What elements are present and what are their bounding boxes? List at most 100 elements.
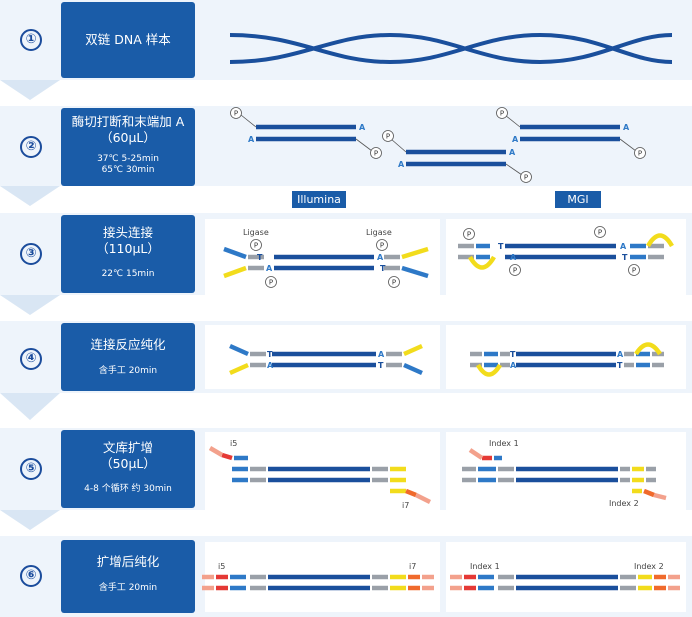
phosphate-marker bbox=[463, 228, 475, 240]
amplification-mgi: Index 1 Index 2 bbox=[462, 439, 667, 508]
phosphate-labels: PP PP PP bbox=[234, 110, 642, 182]
p-label: P bbox=[392, 279, 396, 287]
ligase-label: Ligase bbox=[243, 228, 269, 237]
purified-illumina: T A A T bbox=[229, 343, 423, 376]
t-label: T bbox=[378, 361, 384, 370]
p-label: P bbox=[254, 242, 258, 250]
t-label: T bbox=[380, 264, 386, 273]
phosphate-marker bbox=[634, 147, 646, 159]
step-subtitle: 4-8 个循环 约 30min bbox=[84, 484, 172, 494]
phosphate-marker bbox=[230, 107, 242, 119]
panel-illumina-4 bbox=[205, 325, 440, 389]
step-box-5: 文库扩增 （50μL） 4-8 个循环 约 30min bbox=[61, 430, 195, 508]
i7-label: i7 bbox=[402, 501, 409, 510]
step-box-6: 扩增后纯化 含手工 20min bbox=[61, 540, 195, 613]
a-label: A bbox=[266, 264, 273, 273]
final-library-mgi: Index 1 Index 2 bbox=[450, 562, 680, 591]
t-label: T bbox=[510, 350, 516, 359]
a-label: A bbox=[510, 253, 517, 262]
phosphate-marker bbox=[520, 171, 532, 183]
phosphate-circles bbox=[230, 107, 646, 183]
step-title: 双链 DNA 样本 bbox=[85, 32, 171, 47]
phosphate-marker bbox=[376, 239, 388, 251]
p-label: P bbox=[524, 174, 528, 182]
step-subtitle: 含手工 20min bbox=[98, 366, 158, 376]
step-number-6: ⑥ bbox=[20, 565, 42, 587]
phosphate-marker bbox=[370, 147, 382, 159]
a-label: A bbox=[359, 123, 366, 132]
a-overhangs: AA AA AA bbox=[248, 123, 630, 169]
amplification-illumina: i5 i7 bbox=[208, 439, 432, 510]
t-label: T bbox=[617, 361, 623, 370]
a-label: A bbox=[620, 242, 627, 251]
chevron-arrow bbox=[0, 80, 60, 100]
fragment-right bbox=[520, 124, 620, 142]
index1-label: Index 1 bbox=[470, 562, 500, 571]
a-label: A bbox=[248, 135, 255, 144]
bubble-adapter bbox=[468, 255, 496, 270]
step-number-2: ② bbox=[20, 136, 42, 158]
i7-label: i7 bbox=[409, 562, 416, 571]
step-number-1: ① bbox=[20, 29, 42, 51]
ligase-label: Ligase bbox=[366, 228, 392, 237]
chevron-arrow bbox=[0, 186, 60, 206]
step-box-2: 酶切打断和末端加 A （60μL） 37℃ 5-25min 65℃ 30min bbox=[61, 108, 195, 186]
platform-tag-illumina: Illumina bbox=[292, 191, 346, 208]
a-label: A bbox=[512, 135, 519, 144]
panel-mgi-4 bbox=[446, 325, 686, 389]
adapter-tail bbox=[223, 246, 247, 260]
phosphate-marker bbox=[388, 276, 400, 288]
dna-strand-a bbox=[229, 32, 673, 65]
a-label: A bbox=[377, 253, 384, 262]
a-label: A bbox=[509, 148, 516, 157]
p-label: P bbox=[513, 267, 517, 275]
dna-strand-b bbox=[229, 32, 673, 65]
t-label: T bbox=[498, 242, 504, 251]
p-label: P bbox=[467, 231, 471, 239]
phosphate-marker bbox=[382, 130, 394, 142]
step-box-1: 双链 DNA 样本 bbox=[61, 2, 195, 78]
fragment-left bbox=[256, 124, 356, 142]
step-number-3: ③ bbox=[20, 243, 42, 265]
step-box-3: 接头连接 （110μL） 22℃ 15min bbox=[61, 215, 195, 293]
step-title: 酶切打断和末端加 A （60μL） bbox=[71, 114, 185, 145]
adapter-tail bbox=[401, 265, 429, 279]
chevron-arrow bbox=[0, 393, 60, 420]
p-label: P bbox=[500, 110, 504, 118]
a-label: A bbox=[398, 160, 405, 169]
i5-label: i5 bbox=[218, 562, 225, 571]
phosphate-marker bbox=[509, 264, 521, 276]
p-label: P bbox=[374, 150, 378, 158]
phosphate-marker bbox=[594, 226, 606, 238]
t-label: T bbox=[267, 350, 273, 359]
platform-tag-mgi: MGI bbox=[555, 191, 601, 208]
p-label: P bbox=[598, 229, 602, 237]
p-label: P bbox=[234, 110, 238, 118]
a-label: A bbox=[623, 123, 630, 132]
step-title: 扩增后纯化 bbox=[96, 554, 160, 569]
step-subtitle: 含手工 20min bbox=[98, 583, 158, 593]
phosphate-marker bbox=[265, 276, 277, 288]
ligation-illumina: A A T T Ligase Ligase PP PP bbox=[223, 228, 429, 288]
a-label: A bbox=[378, 350, 385, 359]
step-number-4: ④ bbox=[20, 348, 42, 370]
phosphate-marker bbox=[496, 107, 508, 119]
final-library-illumina: i5 i7 bbox=[202, 562, 434, 591]
step-subtitle: 22℃ 15min bbox=[101, 269, 155, 279]
adapter-tail bbox=[401, 246, 429, 260]
t-label: T bbox=[622, 253, 628, 262]
p-label: P bbox=[380, 242, 384, 250]
bubble-adapter bbox=[646, 233, 674, 248]
step-title: 连接反应纯化 bbox=[90, 337, 166, 352]
purified-mgi: T A A T bbox=[470, 342, 664, 377]
p-label: P bbox=[632, 267, 636, 275]
step-subtitle: 37℃ 5-25min 65℃ 30min bbox=[97, 154, 159, 175]
index2-label: Index 2 bbox=[634, 562, 664, 571]
a-label: A bbox=[617, 350, 624, 359]
chevron-arrow bbox=[0, 295, 60, 315]
p-label: P bbox=[638, 150, 642, 158]
phosphate-marker bbox=[628, 264, 640, 276]
step-box-4: 连接反应纯化 含手工 20min bbox=[61, 323, 195, 391]
